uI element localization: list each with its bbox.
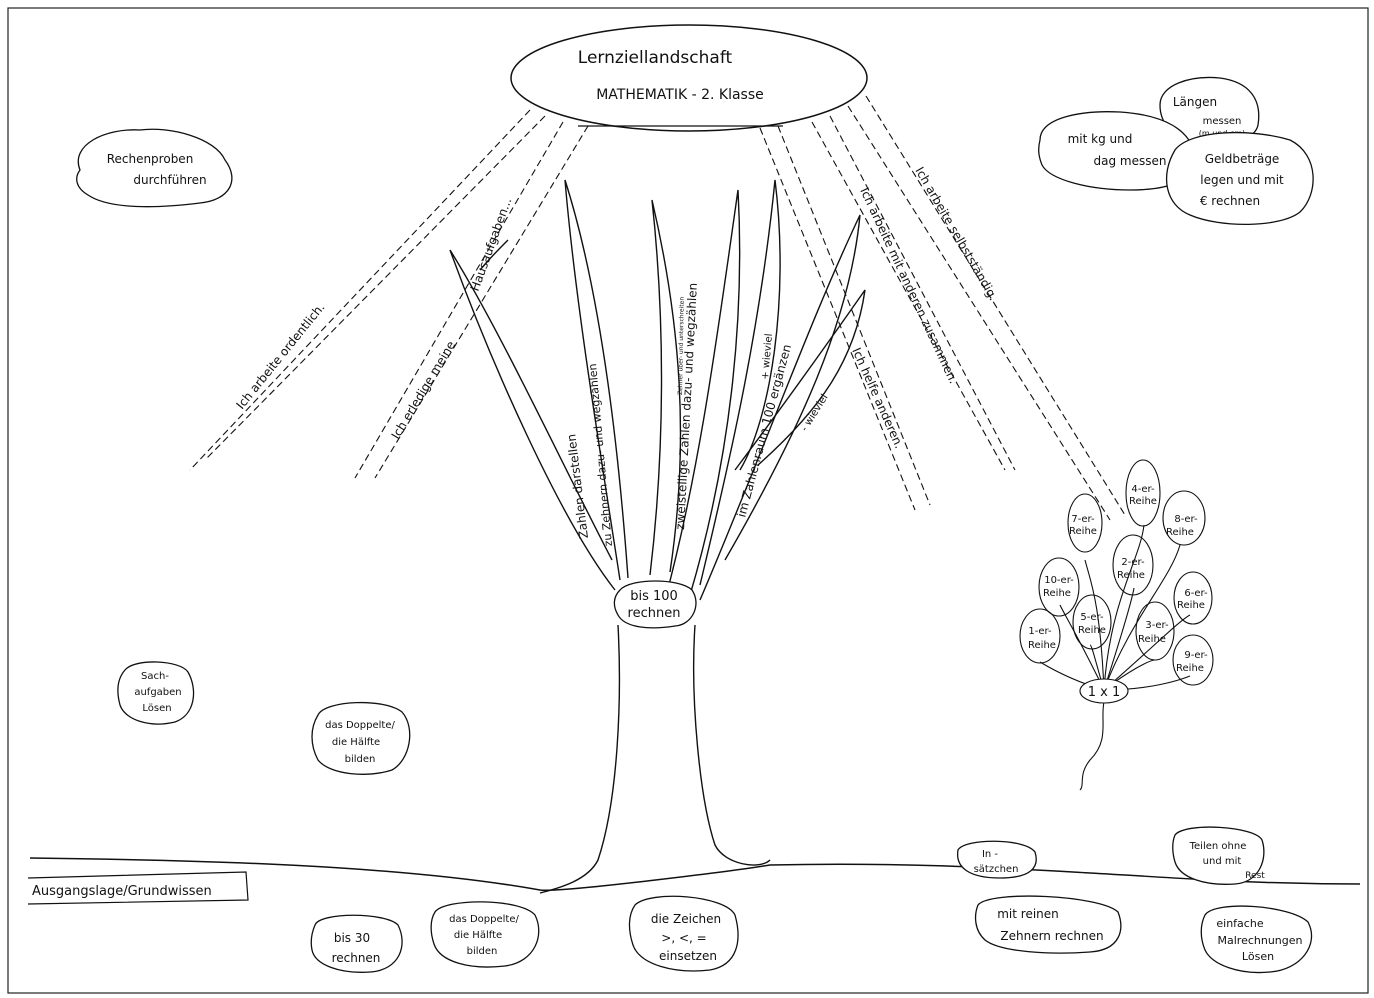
trunk-label-line1: bis 100 bbox=[630, 589, 678, 604]
balloon-4-line1: 4-er- bbox=[1131, 484, 1155, 495]
branch-label-minus-wieviel: - wieviel bbox=[799, 393, 830, 434]
branch-label-plus-wieviel: + wieviel bbox=[760, 333, 775, 380]
ground-label-box: Ausgangslage/Grundwissen bbox=[27, 871, 249, 905]
bis30-line1: bis 30 bbox=[334, 931, 370, 945]
trunk-label-cloud: bis 100 rechnen bbox=[613, 580, 697, 629]
teilen-line1: Teilen ohne bbox=[1189, 841, 1247, 852]
root-bis30: bis 30 rechnen bbox=[310, 914, 403, 973]
kg-line2: dag messen bbox=[1094, 154, 1167, 168]
zeichen-line2: >, <, = bbox=[661, 931, 706, 945]
balloons bbox=[1019, 459, 1214, 791]
laengen-line2: messen bbox=[1203, 116, 1242, 127]
balloon-1-line2: Reihe bbox=[1028, 640, 1056, 651]
branch-label-zweistellige: zweistellige Zahlen dazu- und wegzählen bbox=[673, 282, 700, 530]
rechenproben-line2: durchführen bbox=[133, 173, 206, 187]
ground-label: Ausgangslage/Grundwissen bbox=[32, 884, 212, 899]
sach-line3: Lösen bbox=[142, 703, 171, 714]
doppelt-upper-line3: bilden bbox=[345, 754, 376, 765]
geld-line2: legen und mit bbox=[1200, 173, 1284, 187]
root-zeichen: die Zeichen >, <, = einsetzen bbox=[628, 895, 739, 972]
zeichen-line1: die Zeichen bbox=[651, 912, 721, 926]
kg-line1: mit kg und bbox=[1068, 132, 1133, 146]
cloud-geld: Geldbeträge legen und mit € rechnen bbox=[1165, 131, 1314, 226]
balloon-labels: 4-er- Reihe 7-er- Reihe 8-er- Reihe 2-er… bbox=[1028, 484, 1208, 700]
geld-line3: € rechnen bbox=[1200, 194, 1260, 208]
balloon-7-line1: 7-er- bbox=[1071, 514, 1095, 525]
balloon-8-line1: 8-er- bbox=[1174, 514, 1198, 525]
malrechnungen-line2: Malrechnungen bbox=[1218, 934, 1303, 947]
zehnern-line2: Zehnern rechnen bbox=[1000, 929, 1103, 943]
laengen-line1: Längen bbox=[1173, 95, 1217, 109]
balloon-10-line2: Reihe bbox=[1043, 588, 1071, 599]
balloon-1-line1: 1-er- bbox=[1028, 626, 1052, 637]
bis30-line2: rechnen bbox=[332, 951, 381, 965]
branch-label-hausaufgaben: Hausaufgaben... bbox=[468, 196, 515, 293]
teilen-line2: und mit bbox=[1203, 856, 1242, 867]
balloon-10-line1: 10-er- bbox=[1044, 575, 1074, 586]
root-zehnern: mit reinen Zehnern rechnen bbox=[974, 895, 1122, 954]
balloon-6-line1: 6-er- bbox=[1184, 588, 1208, 599]
ray-label-ordentlich: Ich arbeite ordentlich. bbox=[233, 300, 327, 412]
balloon-7-line2: Reihe bbox=[1069, 526, 1097, 537]
cloud-kg: mit kg und dag messen bbox=[1038, 111, 1196, 191]
dashed-rays bbox=[189, 95, 1126, 521]
balloon-8-line2: Reihe bbox=[1166, 527, 1194, 538]
malrechnungen-line3: Lösen bbox=[1242, 950, 1274, 963]
cloud-teilen: Teilen ohne und mit Rest bbox=[1172, 826, 1265, 885]
ray-label-helfe: Ich helfe anderen. bbox=[849, 346, 906, 451]
page-border bbox=[7, 7, 1369, 994]
root-doppelt: das Doppelte/ die Hälfte bilden bbox=[430, 901, 540, 968]
zeichen-line3: einsetzen bbox=[659, 949, 717, 963]
rechenproben-line1: Rechenproben bbox=[107, 152, 194, 166]
balloon-9-line2: Reihe bbox=[1176, 663, 1204, 674]
doppelt-upper-line1: das Doppelte/ bbox=[325, 720, 395, 731]
doppelt-upper-line2: die Hälfte bbox=[332, 737, 380, 748]
balloon-2-line1: 2-er- bbox=[1121, 557, 1145, 568]
balloon-6-line2: Reihe bbox=[1177, 600, 1205, 611]
root-doppelt-line2: die Hälfte bbox=[454, 930, 502, 941]
cloud-doppelt-upper: das Doppelte/ die Hälfte bilden bbox=[311, 701, 411, 775]
root-doppelt-line3: bilden bbox=[467, 946, 498, 957]
root-doppelt-line1: das Doppelte/ bbox=[449, 914, 519, 925]
ray-label-erledige: Ich erledige meine bbox=[389, 339, 459, 442]
balloon-3-line1: 3-er- bbox=[1145, 620, 1169, 631]
trunk-label-line2: rechnen bbox=[628, 606, 681, 621]
ray-label-selbststaendig: Ich arbeite selbstständig. bbox=[912, 165, 1000, 304]
balloon-4-line2: Reihe bbox=[1129, 496, 1157, 507]
einsaetzchen-line2: sätzchen bbox=[974, 864, 1019, 875]
sach-line2: aufgaben bbox=[134, 687, 181, 698]
sach-line1: Sach- bbox=[141, 671, 169, 682]
branch-label-zehner-ueber: Zehner über- und unterschreiten bbox=[677, 297, 686, 395]
cloud-sachaufgaben: Sach- aufgaben Lösen bbox=[117, 661, 195, 725]
tree bbox=[449, 179, 866, 894]
cloud-einsaetzchen: In - sätzchen bbox=[957, 840, 1037, 879]
balloon-center-label: 1 x 1 bbox=[1088, 685, 1121, 700]
root-malrechnungen: einfache Malrechnungen Lösen bbox=[1200, 905, 1313, 974]
balloon-9-line1: 9-er- bbox=[1184, 650, 1208, 661]
einsaetzchen-line1: In - bbox=[982, 849, 998, 860]
ground-line bbox=[29, 857, 1361, 892]
balloon-5-line2: Reihe bbox=[1078, 625, 1106, 636]
teilen-line3: Rest bbox=[1245, 871, 1265, 881]
title-line1: Lernziellandschaft bbox=[578, 48, 733, 68]
geld-line1: Geldbeträge bbox=[1205, 152, 1280, 166]
balloon-2-line2: Reihe bbox=[1117, 570, 1145, 581]
branch-label-zahlen-darstellen: Zahlen darstellen bbox=[564, 433, 591, 539]
malrechnungen-line1: einfache bbox=[1216, 917, 1263, 930]
zehnern-line1: mit reinen bbox=[997, 907, 1059, 921]
balloon-5-line1: 5-er- bbox=[1080, 612, 1104, 623]
branch-label-zu-zehnern: zu Zehnern dazu- und wegzählen bbox=[586, 363, 615, 547]
cloud-rechenproben: Rechenproben durchführen bbox=[76, 128, 233, 208]
title-oval: Lernziellandschaft MATHEMATIK - 2. Klass… bbox=[510, 24, 868, 132]
balloon-3-line2: Reihe bbox=[1138, 634, 1166, 645]
title-line2: MATHEMATIK - 2. Klasse bbox=[596, 87, 764, 103]
